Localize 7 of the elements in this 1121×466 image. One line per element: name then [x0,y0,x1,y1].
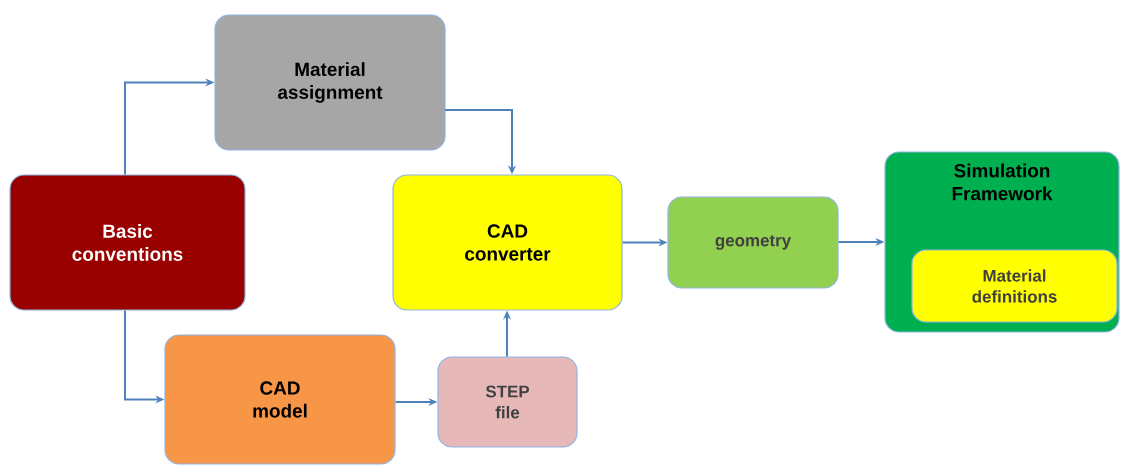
process-box: CAD model [164,334,396,465]
process-box: Material assignment [214,14,446,151]
nested-box: Material definitions [911,249,1118,323]
process-box: CAD converter [392,174,623,311]
process-box: geometry [667,196,839,289]
process-box: STEP file [437,356,578,448]
process-box: Basic conventions [9,174,246,311]
